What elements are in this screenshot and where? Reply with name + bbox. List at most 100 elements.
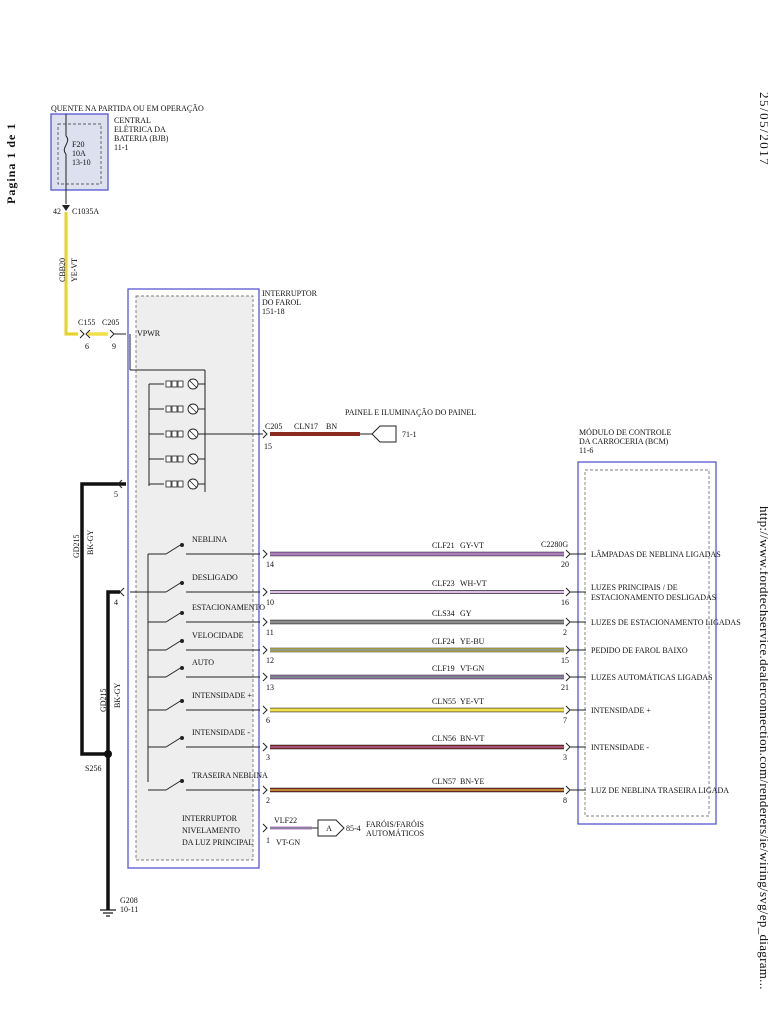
connector-71-1-symbol [371,425,397,443]
switch-position-label: AUTO [192,658,215,667]
c205-pin-9: 9 [112,342,116,351]
circuit-id-label: CLF23 [432,579,455,588]
switch-common [130,543,260,791]
bcm-function-label: LUZES DE ESTACIONAMENTO LIGADAS [591,618,741,627]
bcm-pin: 2 [563,628,567,637]
switch-contact-icon [148,581,260,593]
switch-pin: 3 [266,753,270,762]
circuit-id-label: CLF19 [432,664,455,673]
circuit-id-label: CLF24 [432,637,455,646]
circuit-id-label: CLN57 [432,777,456,786]
switch-position-label: DESLIGADO [192,573,238,582]
wire-color-label: YE-VT [460,697,484,706]
switch-position-label: INTENSIDADE + [192,691,252,700]
switch-position-label: NEBLINA [192,535,228,544]
switch-pin: 6 [266,716,270,725]
panel-pin-15: 15 [264,442,272,451]
wire-color-label: BN-VT [460,734,485,743]
bcm-pin: 21 [561,683,569,692]
bcm-pin: 20 [561,560,569,569]
gd215-label-lower: GD215 [99,688,108,712]
wire-color-label: WH-VT [460,579,487,588]
vtgn-label: VT-GN [276,838,301,847]
ground-g208-symbol [100,909,116,917]
wire-color-label: GY-VT [460,541,484,550]
switch-position-label: VELOCIDADE [192,631,244,640]
panel-lamp-icon [149,378,205,390]
splice-s256-label: S256 [85,764,102,773]
switch-contact-icon [148,779,260,791]
bcm-box [577,461,717,825]
leveling-pin-1: 1 [266,836,270,845]
bcm-pin: 15 [561,656,569,665]
switch-contact-icon [148,611,260,623]
circuit-id-label: CLN55 [432,697,456,706]
pin-4: 4 [114,598,118,607]
wire-gd215-upper [80,482,126,756]
wire-cln57 [262,785,586,795]
bjb-box [50,113,109,191]
vpwr-label: VPWR [137,329,161,338]
splice-s256 [104,750,112,758]
bcm-function-label: LUZ DE NEBLINA TRASEIRA LIGADA [591,786,730,795]
c155-pin: 6 [85,342,89,351]
fuse-f20-symbol [63,114,69,204]
c205-label-panel: C205 [265,422,283,431]
bkgy-label-lower: BK-GY [113,682,122,708]
switch-position-label: TRASEIRA NEBLINA [192,771,268,780]
bcm-function-label: LUZES PRINCIPAIS / DE [591,583,678,592]
switch-pin: 13 [266,683,274,692]
bcm-pin: 16 [561,598,569,607]
wire-clf21 [262,549,586,559]
switch-position-label: INTENSIDADE - [192,728,250,737]
wire-clf19 [262,672,586,682]
switch-contact-icon [148,699,260,711]
bcm-function-label: INTENSIDADE - [591,743,649,752]
panel-lamp-icon [149,428,205,440]
switch-pin: 14 [266,560,274,569]
bcm-function-label: INTENSIDADE + [591,706,651,715]
bcm-pin: 3 [563,753,567,762]
switch-position-label: ESTACIONAMENTO [192,603,265,612]
feed-color-label: YE-VT [70,258,79,282]
connector-a-label: A [326,824,332,833]
pin-5: 5 [114,490,118,499]
gd215-label-upper: GD215 [72,534,81,558]
panel-lamp-icon [149,478,205,490]
c205-label-top: C205 [102,318,120,327]
wire-clf24 [262,645,586,655]
bjb-pin: 42 [53,207,61,216]
panel-lamp-icon [149,453,205,465]
c155-label: C155 [78,318,96,327]
bcm-connector-c2280g: C2280G [541,540,569,549]
feed-circuit-label: CBB20 [58,257,67,282]
wire-color-label: YE-BU [460,637,485,646]
switch-pin: 2 [266,796,270,805]
switch-contact-icon [148,666,260,678]
wire-color-label: BN-YE [460,777,485,786]
switch-contact-icon [148,736,260,748]
wire-cln56 [262,742,586,752]
bcm-pin: 7 [563,716,567,725]
bcm-function-label: LUZES AUTOMÁTICAS LIGADAS [591,673,713,682]
circuit-id-label: CLF21 [432,541,455,550]
supply-label: QUENTE NA PARTIDA OU EM OPERAÇÃO [51,104,204,113]
bcm-function-label: LÂMPADAS DE NEBLINA LIGADAS [591,550,721,559]
circuit-id-label: CLS34 [432,609,455,618]
bn-label: BN [326,422,338,431]
wire-cls34 [262,617,586,627]
wire-color-label: VT-GN [460,664,485,673]
vlf22-label: VLF22 [274,816,298,825]
switch-pin: 10 [266,598,274,607]
bkgy-label-upper: BK-GY [86,529,95,555]
wire-cln55 [262,705,586,715]
panel-illumination-label: PAINEL E ILUMINAÇÃO DO PAINEL [345,408,477,417]
switch-contact-icon [148,543,260,555]
bjb-connector: C1035A [72,207,100,216]
circuit-id-label: CLN56 [432,734,456,743]
wire-clf23 [262,587,586,597]
wire-gd215-lower [106,590,120,910]
panel-lamp-icon [149,403,205,415]
switch-pin: 12 [266,656,274,665]
